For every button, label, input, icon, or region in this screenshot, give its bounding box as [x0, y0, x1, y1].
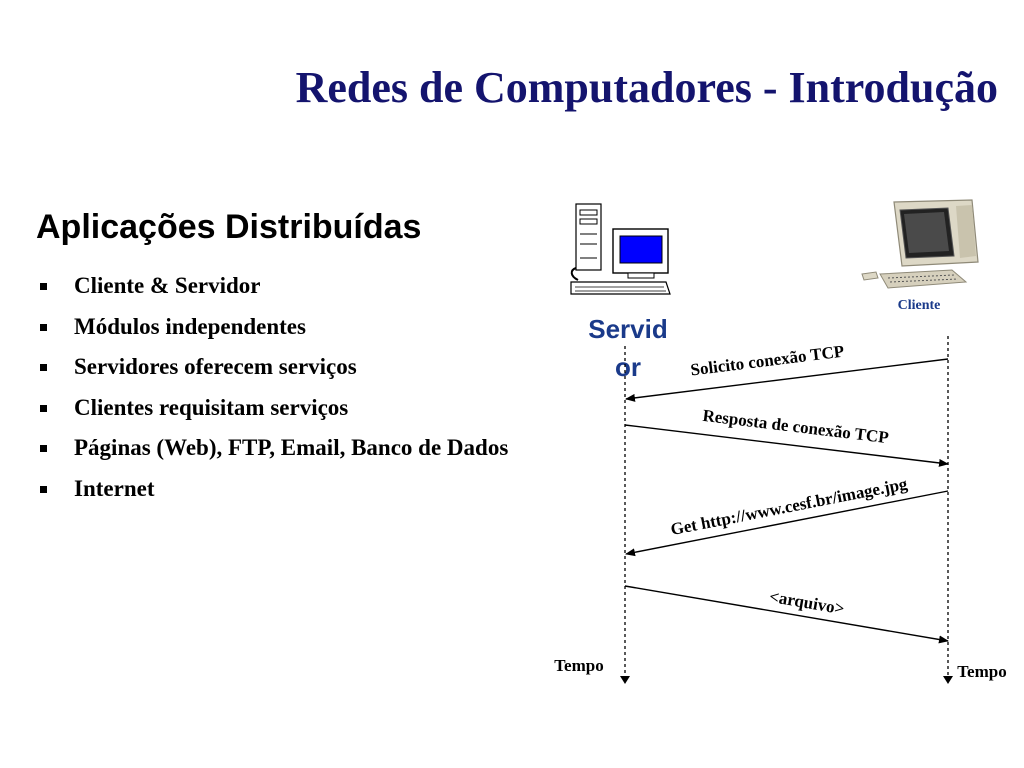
bullet-item: Cliente & Servidor	[36, 268, 508, 309]
message-arrow-1	[625, 358, 949, 402]
server-label: Servid	[588, 314, 668, 344]
message-label-3: Get http://www.cesf.br/image.jpg	[669, 474, 909, 539]
bullet-text: Internet	[74, 475, 155, 501]
client-time-label: Tempo	[957, 662, 1006, 681]
client-computer-icon	[861, 199, 979, 289]
bullet-text: Páginas (Web), FTP, Email, Banco de Dado…	[74, 435, 509, 461]
server-timeline-arrowhead	[620, 676, 630, 684]
message-label-4: <arquivo>	[768, 587, 846, 618]
bullet-item: Clientes requisitam serviços	[36, 390, 508, 431]
bullet-item: Módulos independentes	[36, 309, 508, 350]
message-label-1: Solicito conexão TCP	[689, 342, 845, 380]
message-arrow-2	[624, 424, 949, 467]
bullet-item: Servidores oferecem serviços	[36, 349, 508, 390]
server-time-label: Tempo	[554, 656, 603, 675]
server-computer-icon	[570, 203, 671, 295]
section-heading: Aplicações Distribuídas	[36, 208, 422, 246]
bullet-item: Páginas (Web), FTP, Email, Banco de Dado…	[36, 430, 508, 471]
slide-title: Redes de Computadores - Introdução	[295, 63, 998, 112]
server-label-continued: or	[615, 352, 641, 382]
message-arrow-4	[624, 585, 949, 644]
bullet-square-icon	[40, 323, 47, 331]
bullet-text: Módulos independentes	[74, 313, 306, 339]
client-label: Cliente	[898, 298, 941, 313]
bullet-square-icon	[40, 364, 47, 372]
bullet-item: Internet	[36, 471, 508, 512]
bullet-text: Clientes requisitam serviços	[74, 394, 349, 420]
client-timeline-arrowhead	[943, 676, 953, 684]
bullet-square-icon	[40, 485, 47, 493]
message-label-2: Resposta de conexão TCP	[702, 406, 890, 447]
bullet-square-icon	[40, 283, 47, 290]
bullet-text: Servidores oferecem serviços	[74, 354, 357, 380]
bullet-text: Cliente & Servidor	[74, 273, 261, 298]
bullet-square-icon	[40, 404, 47, 412]
message-arrow-3	[625, 490, 949, 557]
bullet-square-icon	[40, 445, 47, 453]
bullet-list: Cliente & Servidor Módulos independentes…	[36, 268, 508, 512]
